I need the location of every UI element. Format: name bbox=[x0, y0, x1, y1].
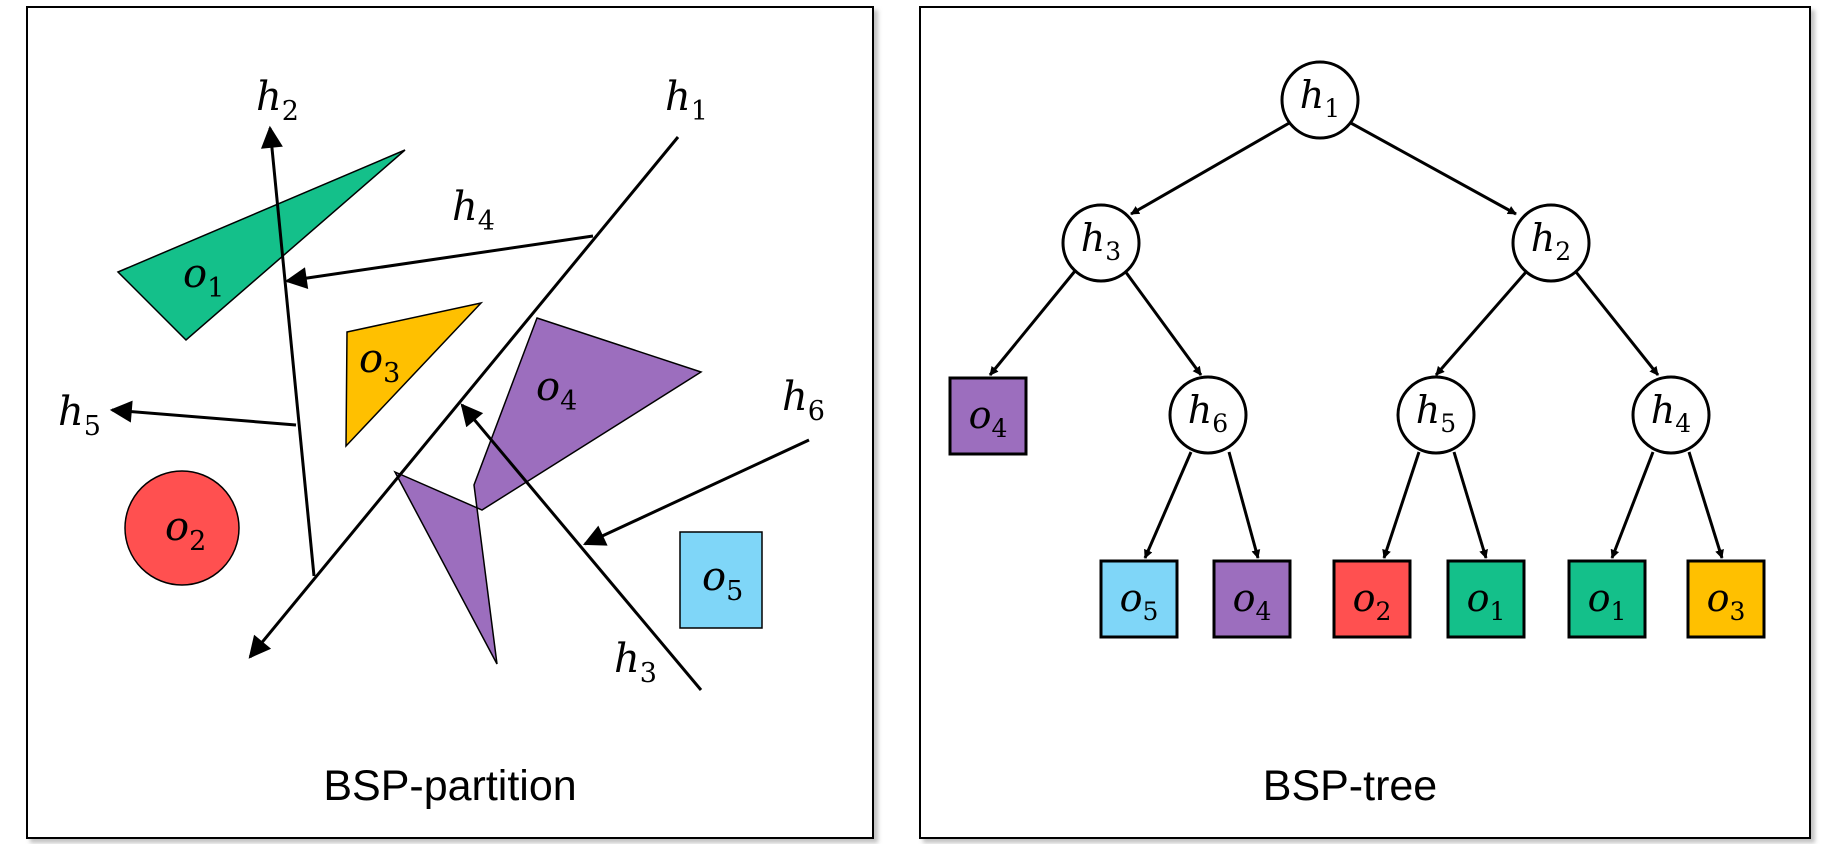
object-o2-shape bbox=[124, 470, 240, 586]
tree-edge bbox=[1574, 271, 1660, 376]
svg-text:h4: h4 bbox=[1651, 388, 1691, 438]
hyperplane-h4-label: h4 bbox=[452, 184, 495, 237]
right-panel-caption: BSP-tree bbox=[1263, 762, 1437, 810]
svg-text:h2: h2 bbox=[1531, 216, 1571, 266]
tree-node-h2: h2 bbox=[1511, 203, 1591, 283]
hyperplane-h5-line bbox=[109, 400, 297, 427]
tree-edge bbox=[1143, 451, 1193, 559]
tree-node-h3: h3 bbox=[1061, 203, 1141, 283]
tree-edge bbox=[1610, 451, 1655, 559]
left-panel-frame bbox=[26, 6, 874, 839]
tree-edge bbox=[1123, 270, 1203, 376]
tree-leaf-o5: o5 bbox=[1099, 559, 1179, 639]
tree-edge bbox=[1382, 451, 1421, 559]
object-o2-label: o2 bbox=[165, 504, 206, 557]
hyperplane-h1-line bbox=[248, 136, 680, 659]
tree-edge bbox=[1130, 120, 1292, 216]
tree-leaf-o1: o1 bbox=[1567, 559, 1647, 639]
object-o1-label: o1 bbox=[183, 251, 224, 304]
hyperplane-h2-line bbox=[260, 125, 316, 577]
tree-leaf-o1: o1 bbox=[1446, 559, 1526, 639]
hyperplane-h3-label: h3 bbox=[614, 636, 657, 689]
tree-edge bbox=[1348, 120, 1517, 216]
hyperplane-h5-label: h5 bbox=[58, 389, 101, 442]
object-o5-shape bbox=[679, 531, 763, 629]
hyperplane-h3-line bbox=[460, 403, 703, 691]
tree-node-h5: h5 bbox=[1396, 375, 1476, 455]
svg-text:h3: h3 bbox=[1081, 216, 1121, 266]
tree-node-h6: h6 bbox=[1168, 375, 1248, 455]
tree-edge bbox=[1227, 451, 1261, 559]
tree-edge bbox=[1452, 451, 1488, 559]
bsp-tree-panel: h1 h3 h2 h6 h5 h4 o4 o5 bbox=[919, 6, 1811, 839]
tree-leaf-o4: o4 bbox=[1212, 559, 1292, 639]
svg-text:h1: h1 bbox=[1300, 73, 1340, 123]
svg-text:o4: o4 bbox=[1233, 576, 1272, 626]
tree-leaf-o4: o4 bbox=[948, 376, 1028, 456]
tree-node-h4: h4 bbox=[1631, 375, 1711, 455]
svg-text:o2: o2 bbox=[1353, 576, 1392, 626]
tree-leaf-o2: o2 bbox=[1332, 559, 1412, 639]
hyperplane-h2-label: h2 bbox=[256, 74, 299, 127]
object-o3-shape bbox=[345, 301, 484, 448]
object-o5-label: o5 bbox=[702, 554, 743, 607]
object-o4-shape bbox=[393, 317, 703, 665]
svg-text:o3: o3 bbox=[1707, 576, 1746, 626]
hyperplane-h4-line bbox=[284, 234, 594, 290]
object-o1-shape bbox=[116, 149, 406, 342]
svg-text:h6: h6 bbox=[1188, 388, 1228, 438]
svg-text:o5: o5 bbox=[1120, 576, 1159, 626]
tree-edge bbox=[988, 270, 1077, 376]
hyperplane-h1-label: h1 bbox=[665, 74, 708, 127]
hyperplane-h6-line bbox=[583, 438, 810, 546]
svg-text:o4: o4 bbox=[969, 393, 1008, 443]
svg-text:h5: h5 bbox=[1416, 388, 1456, 438]
tree-leaf-o3: o3 bbox=[1686, 559, 1766, 639]
object-o3-label: o3 bbox=[359, 336, 400, 389]
left-panel-caption: BSP-partition bbox=[323, 762, 576, 810]
object-o4-label: o4 bbox=[536, 364, 577, 417]
svg-text:o1: o1 bbox=[1588, 576, 1627, 626]
bsp-partition-panel: o1 o3 o4 o2 o5 h1 h2 h3 h4 h5 h6 BSP-par… bbox=[26, 6, 874, 839]
tree-edge bbox=[1687, 451, 1724, 559]
tree-node-h1: h1 bbox=[1280, 60, 1360, 140]
hyperplane-h6-label: h6 bbox=[782, 374, 825, 427]
tree-edge bbox=[1434, 271, 1528, 376]
svg-text:o1: o1 bbox=[1467, 576, 1506, 626]
